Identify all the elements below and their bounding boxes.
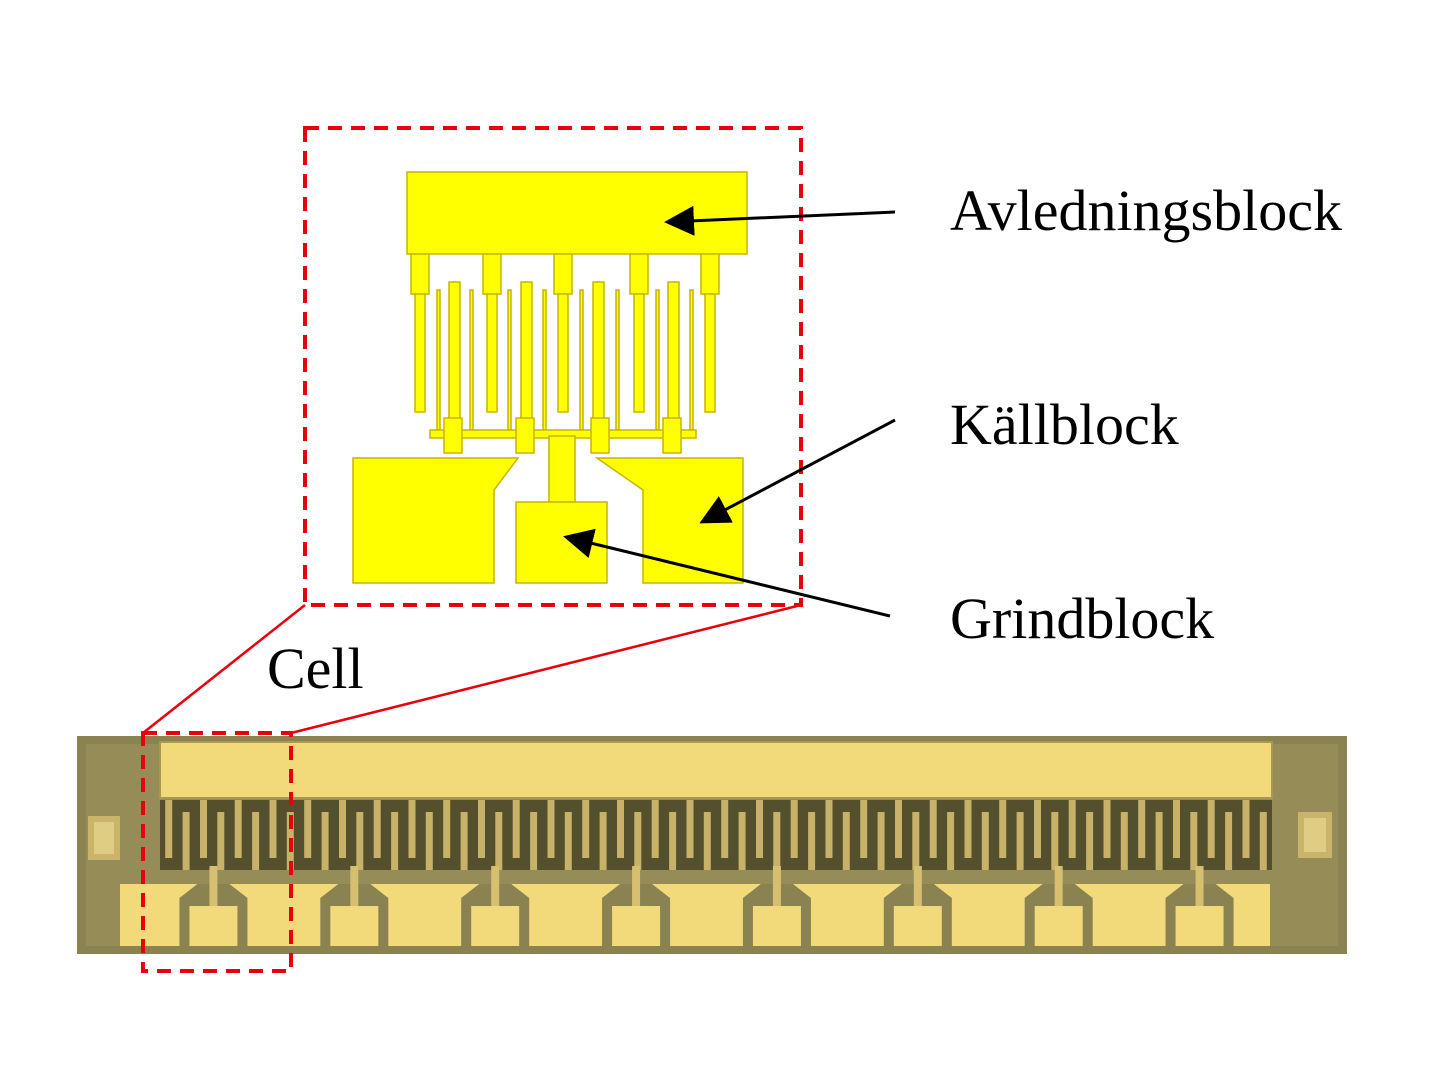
chip-finger: [391, 812, 399, 870]
chip-gate-stem: [1054, 866, 1063, 906]
chip-finger: [825, 800, 833, 858]
chip-gate-pad: [1175, 906, 1224, 946]
chip-finger: [373, 800, 381, 858]
chip-finger: [339, 800, 346, 858]
gate-arrow: [563, 528, 891, 618]
chip-finger: [1138, 800, 1146, 858]
chip-finger: [1068, 800, 1076, 858]
chip-micrograph: [77, 736, 1347, 954]
chip-finger: [182, 812, 190, 870]
chip-finger: [842, 812, 850, 870]
source-block-label: Källblock: [950, 392, 1179, 457]
chip-finger: [304, 800, 312, 858]
zoom-projection-line-left: [142, 604, 306, 734]
zoom-highlight-box: [303, 126, 803, 607]
chip-finger: [703, 812, 711, 870]
chip-gate-pad: [189, 906, 238, 946]
chip-finger: [877, 812, 885, 870]
chip-finger: [860, 800, 868, 858]
chip-finger: [669, 812, 677, 870]
chip-gate-stem: [209, 866, 218, 906]
chip-finger: [1173, 800, 1180, 858]
chip-finger: [495, 812, 503, 870]
chip-finger: [478, 800, 485, 858]
chip-finger: [808, 812, 816, 870]
chip-finger: [356, 812, 364, 870]
chip-finger: [547, 800, 555, 858]
chip-finger: [1155, 812, 1163, 870]
chip-gate-stem: [1195, 866, 1204, 906]
chip-finger: [460, 812, 468, 870]
chip-finger: [686, 800, 694, 858]
chip-finger: [981, 812, 989, 870]
chip-finger: [599, 812, 607, 870]
drain-block-pad: [406, 171, 748, 255]
chip-finger: [999, 800, 1007, 858]
chip-finger: [217, 812, 225, 870]
chip-gate-stem: [491, 866, 500, 906]
cell-label: Cell: [267, 636, 364, 701]
chip-finger: [721, 800, 729, 858]
chip-finger: [443, 800, 451, 858]
right-source-pad: [594, 457, 744, 584]
zoom-projection-line-right: [290, 603, 802, 735]
chip-finger: [1034, 800, 1041, 858]
chip-finger: [512, 800, 520, 858]
left-source-pad: [352, 457, 520, 584]
chip-finger: [165, 800, 173, 858]
chip-finger: [1016, 812, 1024, 870]
chip-finger: [1242, 800, 1250, 858]
chip-finger: [1207, 800, 1215, 858]
gate-block-label: Grindblock: [950, 586, 1215, 651]
chip-gate-pad: [1034, 906, 1083, 946]
chip-finger: [895, 800, 902, 858]
chip-finger-array: [165, 800, 1267, 870]
chip-finger: [1103, 800, 1111, 858]
chip-finger: [1086, 812, 1094, 870]
chip-gate-pad: [893, 906, 942, 946]
chip-finger: [773, 812, 781, 870]
chip-finger: [651, 800, 659, 858]
chip-finger: [634, 812, 642, 870]
chip-finger: [1259, 812, 1267, 870]
chip-finger: [321, 812, 329, 870]
chip-finger: [1120, 812, 1128, 870]
drain-arrow: [664, 205, 896, 236]
chip-finger: [1051, 812, 1059, 870]
chip-finger: [738, 812, 746, 870]
chip-finger: [425, 812, 433, 870]
chip-finger: [234, 800, 242, 858]
chip-finger: [790, 800, 798, 858]
chip-finger: [756, 800, 763, 858]
chip-finger: [200, 800, 207, 858]
chip-pad-array: [120, 866, 1270, 946]
chip-finger: [964, 800, 972, 858]
chip-drain-bus: [160, 742, 1272, 798]
chip-finger: [252, 812, 260, 870]
chip-finger: [408, 800, 416, 858]
chip-gate-stem: [632, 866, 641, 906]
chip-gate-stem: [913, 866, 922, 906]
chip-finger: [1190, 812, 1198, 870]
chip-finger: [1225, 812, 1233, 870]
chip-gate-pad: [471, 906, 520, 946]
chip-finger: [582, 800, 590, 858]
chip-finger: [564, 812, 572, 870]
chip-finger: [269, 800, 277, 858]
chip-gate-pad: [612, 906, 661, 946]
chip-finger: [912, 812, 920, 870]
chip-gate-stem: [772, 866, 781, 906]
cell-layout-zoom: [352, 171, 748, 584]
chip-gate-stem: [350, 866, 359, 906]
chip-finger: [530, 812, 538, 870]
chip-finger: [617, 800, 624, 858]
drain-block-label: Avledningsblock: [950, 178, 1342, 243]
chip-finger: [947, 812, 955, 870]
chip-finger: [929, 800, 937, 858]
chip-gate-pad: [752, 906, 801, 946]
chip-gate-pad: [330, 906, 379, 946]
chip-cell-highlight-box: [141, 731, 293, 973]
source-arrow: [699, 418, 896, 524]
